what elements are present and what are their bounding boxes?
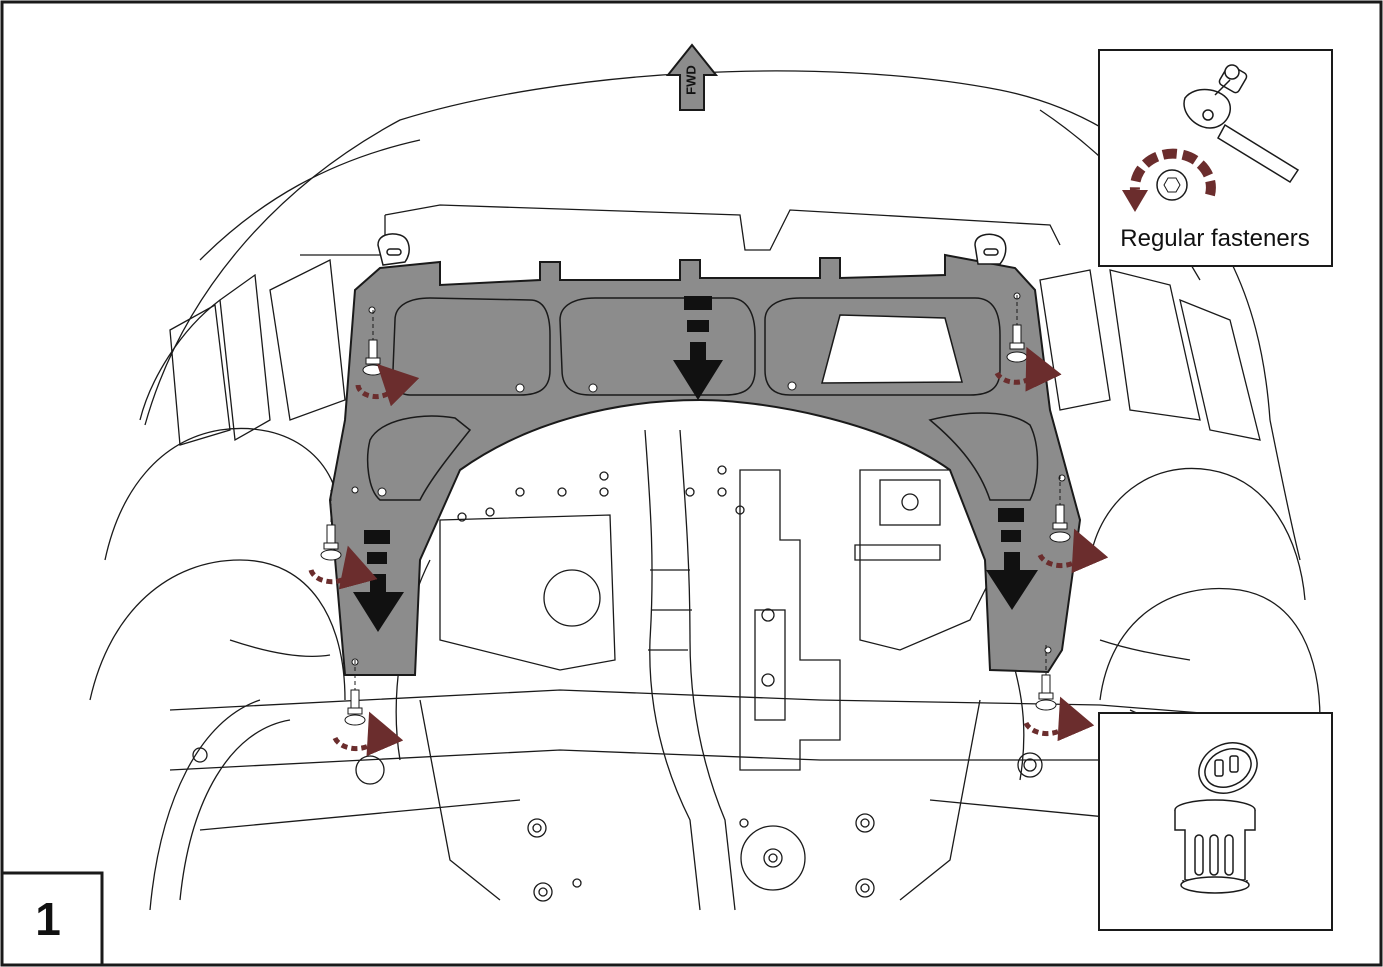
- callout-regular-fasteners: Regular fasteners: [1098, 49, 1333, 267]
- fwd-label: FWD: [683, 65, 698, 95]
- fastener-top-right: [994, 295, 1062, 392]
- callout-push-clip: [1098, 712, 1333, 931]
- loosen-rotation-arrow-icon: [1129, 148, 1216, 197]
- step-number-box: 1: [0, 871, 104, 967]
- forward-direction-arrow: FWD: [665, 43, 719, 111]
- loosen-arrowhead-icon: [1122, 190, 1148, 212]
- step-number: 1: [35, 893, 61, 945]
- fastener-bottom-right: [1023, 645, 1095, 742]
- top-clip-tabs: [377, 233, 1007, 266]
- removal-arrow-right: [986, 508, 1038, 610]
- fastener-mid-right: [1037, 475, 1109, 574]
- fastener-mid-left: [308, 490, 378, 590]
- hex-bolt-icon: [1156, 169, 1188, 201]
- regular-fasteners-label: Regular fasteners: [1120, 225, 1309, 252]
- ratchet-wrench-icon: [1183, 64, 1300, 184]
- fastener-top-left: [355, 310, 420, 407]
- fastener-bottom-left: [332, 660, 404, 757]
- fastener-group: [308, 295, 1109, 757]
- removal-arrow-center: [673, 296, 723, 400]
- push-clip-icon: [1174, 742, 1258, 894]
